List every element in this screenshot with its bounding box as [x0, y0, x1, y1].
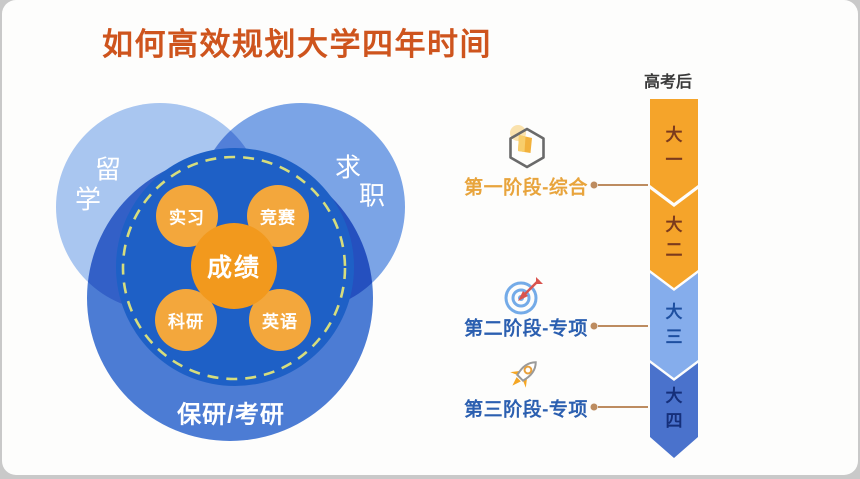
stage-2-label: 第二阶段-专项	[464, 318, 588, 340]
study-abroad-label-char1: 留	[94, 154, 122, 185]
chevron-year-3	[650, 273, 698, 378]
job-hunting-label-char1: 求	[334, 152, 362, 183]
hexagon-cube-icon	[509, 125, 545, 169]
year-4-label: 大四	[665, 386, 683, 430]
connector-dot	[590, 322, 598, 330]
satellite-circle-english	[249, 289, 311, 351]
competition-label: 竞赛	[260, 208, 296, 228]
year-3-label: 大三	[665, 302, 683, 346]
timeline-header: 高考后	[644, 74, 693, 91]
job-hunting-label-char2: 职	[358, 180, 386, 211]
study-abroad-label-char2: 学	[74, 184, 102, 215]
english-label: 英语	[262, 312, 298, 332]
target-dart-icon	[504, 277, 543, 315]
rocket-icon	[510, 361, 537, 388]
connector-dot	[590, 181, 598, 189]
stage-1-connector	[590, 181, 648, 189]
page-title: 如何高效规划大学四年时间	[102, 27, 492, 62]
research-label: 科研	[168, 312, 204, 332]
stage-2-connector	[590, 322, 648, 330]
stage-3-label: 第三阶段-专项	[464, 399, 588, 421]
postgrad-label: 保研/考研	[177, 401, 285, 429]
grades-center-circle	[191, 223, 277, 309]
satellite-circle-research	[155, 289, 217, 351]
dashed-ring	[121, 155, 347, 381]
chevron-year-4	[650, 363, 698, 458]
year-2-label: 大二	[665, 215, 683, 259]
connector-dot	[590, 403, 598, 411]
grades-label: 成绩	[206, 254, 262, 282]
stage-1-label: 第一阶段-综合	[464, 177, 588, 199]
chevron-year-2	[650, 189, 698, 288]
year-1-label: 大一	[665, 125, 683, 169]
stage-3-connector	[590, 403, 648, 411]
internship-label: 实习	[169, 208, 205, 228]
satellite-circle-competition	[247, 185, 309, 247]
satellite-circle-internship	[156, 185, 218, 247]
chevron-year-1	[650, 99, 698, 203]
